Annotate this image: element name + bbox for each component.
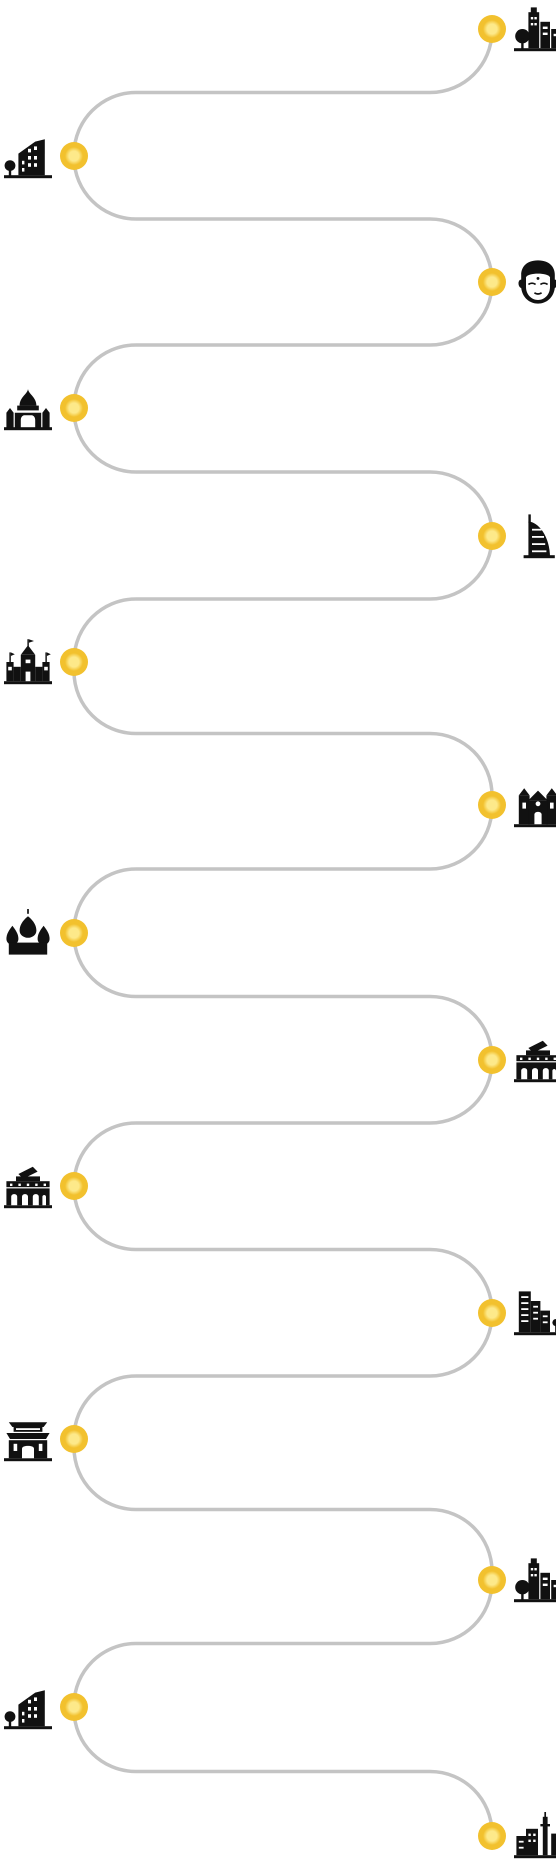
- landmark-icons: [4, 7, 556, 1859]
- milestone-node: [60, 1425, 88, 1453]
- milestone-nodes: [60, 15, 506, 1850]
- node-marker-center: [483, 1571, 501, 1589]
- city-buildings-tree-icon: [514, 1558, 556, 1603]
- node-marker-center: [65, 399, 83, 417]
- node-marker-center: [483, 527, 501, 545]
- milestone-node: [478, 1046, 506, 1074]
- onion-dome-cathedral-icon: [6, 909, 50, 955]
- milestone-node: [478, 15, 506, 43]
- milestone-node: [478, 791, 506, 819]
- node-marker-center: [65, 924, 83, 942]
- node-marker-center: [483, 1051, 501, 1069]
- node-marker-center: [483, 1827, 501, 1845]
- colonnade-parliament-icon: [4, 1166, 52, 1209]
- milestone-node: [478, 1822, 506, 1850]
- skyscrapers-tree-icon: [514, 1291, 556, 1336]
- sail-hotel-tower-icon: [523, 514, 555, 559]
- milestone-node: [60, 919, 88, 947]
- milestone-node: [60, 648, 88, 676]
- milestone-node: [478, 522, 506, 550]
- node-marker-center: [65, 653, 83, 671]
- church-facade-icon: [514, 788, 556, 828]
- node-marker-center: [483, 1304, 501, 1322]
- milestone-node: [60, 142, 88, 170]
- buddha-face-icon: [518, 260, 556, 304]
- winding-road-path: [72, 27, 494, 1838]
- colonnade-parliament-icon: [514, 1040, 556, 1083]
- castle-with-flags-icon: [4, 639, 52, 685]
- node-marker-center: [483, 796, 501, 814]
- office-tower-tree-icon: [4, 139, 52, 179]
- milestone-node: [60, 394, 88, 422]
- milestone-node: [478, 268, 506, 296]
- city-buildings-tree-icon: [514, 7, 556, 52]
- node-marker-center: [65, 1430, 83, 1448]
- node-marker-center: [483, 20, 501, 38]
- pagoda-gate-icon: [4, 1422, 52, 1462]
- milestone-node: [478, 1299, 506, 1327]
- node-marker-center: [65, 147, 83, 165]
- office-tower-tree-icon: [4, 1690, 52, 1730]
- milestone-node: [60, 1172, 88, 1200]
- domed-palace-icon: [4, 388, 52, 431]
- milestone-node: [60, 1693, 88, 1721]
- node-marker-center: [65, 1177, 83, 1195]
- city-skyline-tower-icon: [514, 1812, 556, 1859]
- milestone-node: [478, 1566, 506, 1594]
- node-marker-center: [65, 1698, 83, 1716]
- node-marker-center: [483, 273, 501, 291]
